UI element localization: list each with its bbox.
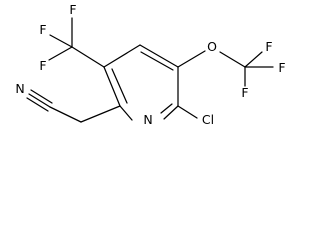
ring-bond-n-c4 (119, 105, 133, 121)
atom-label-cl: Cl (202, 112, 214, 127)
bond-ring-cl (177, 105, 198, 119)
bond-cn-triple-3 (26, 97, 49, 112)
bond-cf3-f-lower (48, 46, 73, 61)
bond-cn-triple-2 (30, 89, 53, 104)
atom-label-f-cf3-left-lower: F (39, 58, 46, 73)
ring-bond-c4-c5 (103, 66, 121, 107)
atom-label-f-cf3-left-upper: F (39, 22, 46, 37)
bond-ring-ch2 (80, 105, 121, 123)
bond-cn-triple-1 (28, 93, 51, 108)
bond-o-cf3 (219, 51, 246, 68)
ring-bond-c1-c2 (139, 44, 179, 68)
bond-ocf3-f-top (244, 51, 263, 68)
ring-bond-c3-n (163, 105, 179, 120)
atom-label-f-ocf3-right: F (278, 60, 285, 75)
atom-label-f-ocf3-bottom: F (241, 85, 248, 100)
atom-label-f-ocf3-top: F (265, 39, 272, 54)
chemical-structure: N Cl O F F F F F F N (15, 2, 285, 127)
atom-label-f-cf3-top: F (69, 2, 76, 17)
ring-bond-c3-n-inner (160, 103, 173, 114)
bond-ch2-cn (49, 106, 82, 123)
atom-label-nitrile-n: N (15, 81, 24, 96)
ring-bond-c4-c5-inner (111, 68, 128, 104)
bond-ring-o (177, 50, 206, 68)
ring-bond-c1-c2-inner (140, 51, 174, 71)
ring-bond-c5-c1 (103, 44, 141, 68)
atom-label-o: O (207, 39, 217, 54)
bond-ring-cf3 (71, 46, 105, 68)
bond-cf3-f-upper (49, 34, 73, 48)
atom-label-ring-n: N (143, 112, 152, 127)
